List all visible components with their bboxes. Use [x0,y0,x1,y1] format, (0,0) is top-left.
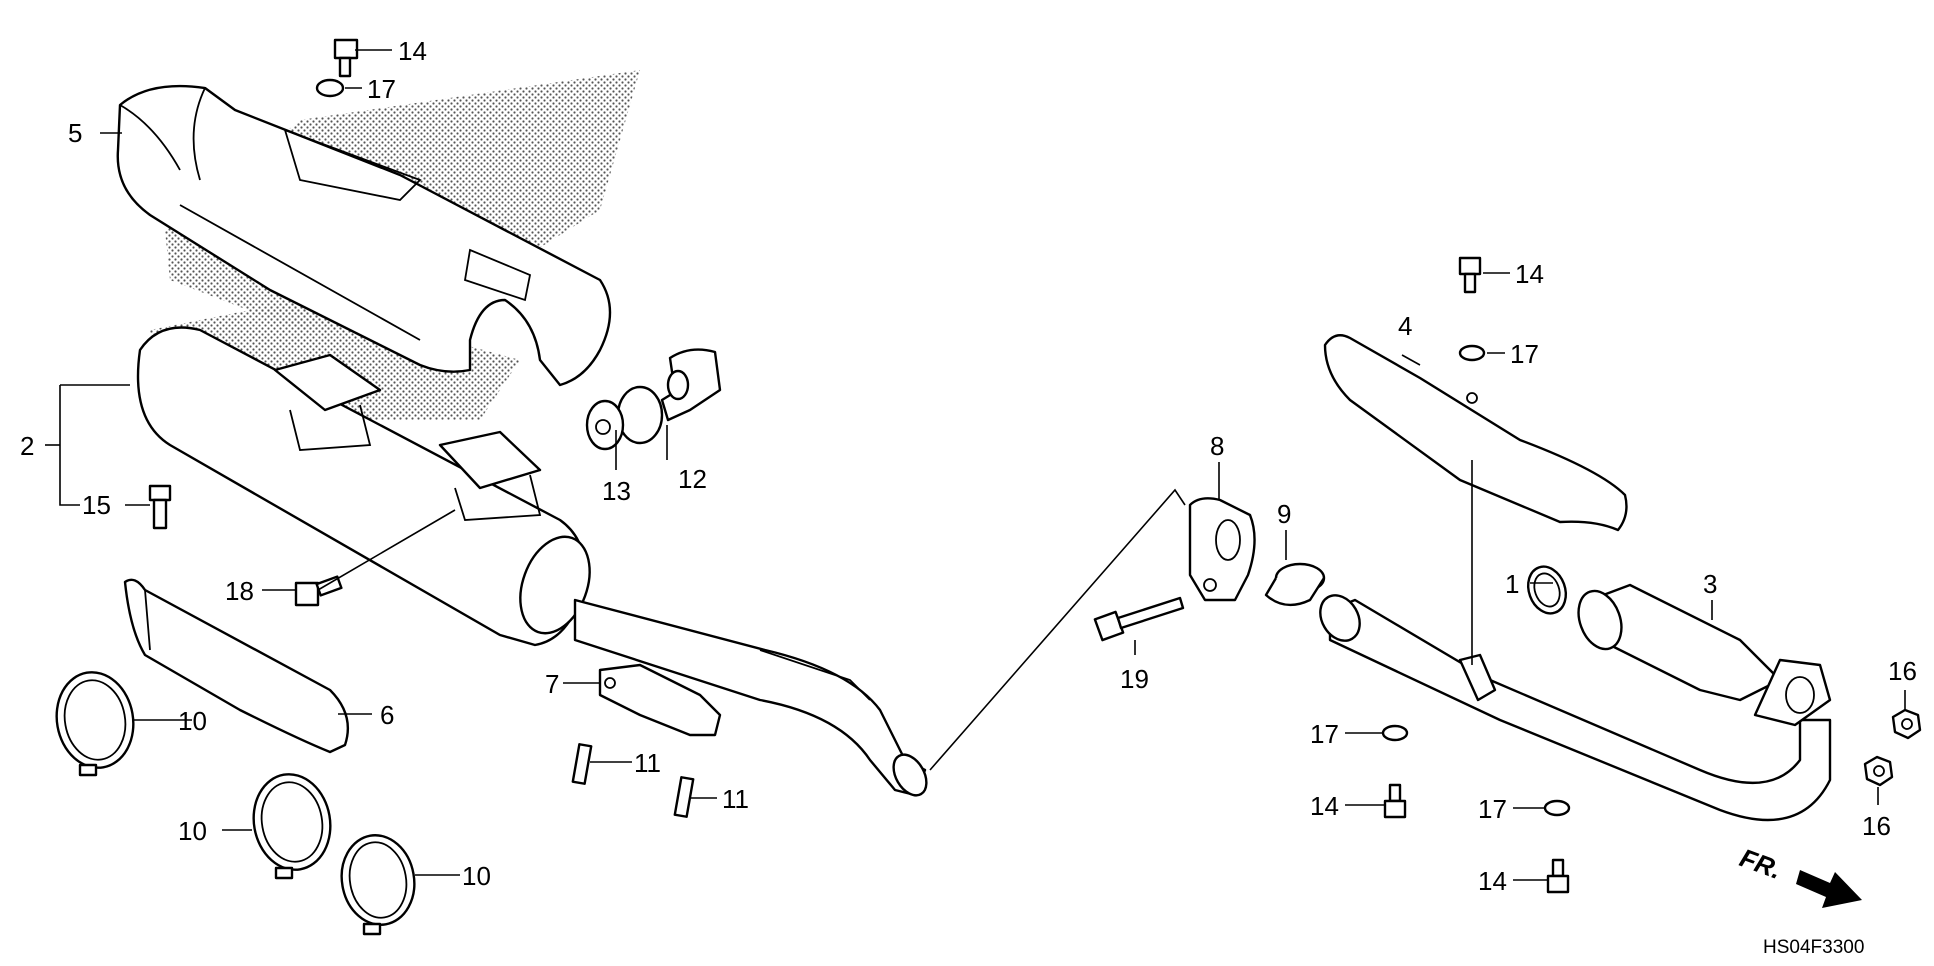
callout-4: 4 [1398,311,1412,341]
part-17-washer-right-low [1543,799,1571,817]
callout-17-right-mid: 17 [1310,719,1339,749]
front-direction-arrow-icon [1796,870,1862,908]
part-2-muffler [136,326,928,797]
callout-14-top: 14 [398,36,427,66]
callout-17-top: 17 [367,74,396,104]
callout-17-right-low: 17 [1478,794,1507,824]
part-17-washer-right-mid [1381,724,1409,742]
part-17-washer-right-top [1458,344,1486,362]
part-5-muffler-protector [116,84,612,387]
part-6-lower-guard [123,578,350,754]
callout-14-right-mid: 14 [1310,791,1339,821]
part-16-nut-b [1863,755,1894,787]
front-direction-label: FR. [1736,842,1786,885]
callout-12: 12 [678,464,707,494]
callout-15: 15 [82,490,111,520]
part-9-gasket-ring [1264,562,1326,607]
callout-9: 9 [1277,499,1291,529]
part-14-bolt-top [333,38,359,78]
part-11-stud-b [673,776,695,818]
callout-1: 1 [1505,569,1519,599]
callout-10-c: 10 [462,861,491,891]
callout-19: 19 [1120,664,1149,694]
part-10-clamp-c [340,834,416,936]
callout-16-b: 16 [1862,811,1891,841]
callout-16-a: 16 [1888,656,1917,686]
part-19-bolt [1093,596,1185,642]
callout-8: 8 [1210,431,1224,461]
part-13-grommet [585,385,664,451]
diagram-code: HS04F3300 [1763,937,1864,958]
callout-17-right-top: 17 [1510,339,1539,369]
leader-lines [45,49,1906,881]
callout-13: 13 [602,476,631,506]
callout-6: 6 [380,700,394,730]
callout-7: 7 [545,669,559,699]
callout-2: 2 [20,431,34,461]
part-12-bracket [660,348,722,422]
callout-14-right-top: 14 [1515,259,1544,289]
part-7-gasket [598,663,722,737]
part-14-bolt-right-low [1546,858,1570,894]
front-direction-indicator: FR. [1736,842,1862,908]
callout-11-a: 11 [634,748,661,778]
part-10-clamp-a [55,671,135,777]
part-10-clamp-b [252,773,332,880]
part-17-washer-top [315,78,345,98]
callout-10-a: 10 [178,706,207,736]
part-18-bolt [294,575,343,607]
part-8-joint-clamp [1188,497,1256,602]
part-4-pipe-protector [1323,334,1628,532]
callout-11-b: 11 [722,784,749,814]
part-11-stud-a [571,743,593,785]
part-14-bolt-right-top [1458,256,1482,294]
callout-3: 3 [1703,569,1717,599]
callout-5: 5 [68,118,82,148]
part-16-nut-a [1891,708,1922,740]
callout-labels: 14 17 5 2 15 18 6 10 10 10 7 11 11 12 13… [20,36,1917,896]
part-14-bolt-right-mid [1383,783,1407,819]
part-3-exhaust-pipe [1319,583,1832,822]
callout-14-right-low: 14 [1478,866,1507,896]
callout-18: 18 [225,576,254,606]
callout-10-b: 10 [178,816,207,846]
part-15-bolt [148,484,172,530]
part-1-gasket [1526,565,1568,615]
